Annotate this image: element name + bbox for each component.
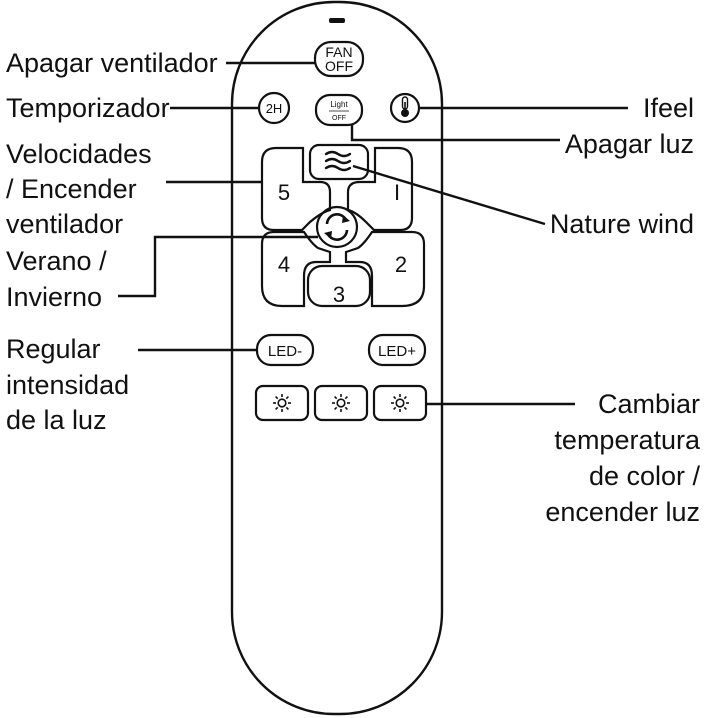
leader-light-off	[350, 125, 560, 142]
leader-nature-wind	[352, 164, 546, 226]
label-season-line2: Invierno	[6, 282, 102, 312]
sun-bulb-icon	[332, 394, 350, 412]
label-speeds-line3: ventilador	[6, 209, 123, 239]
led-plus-label: LED+	[378, 343, 416, 360]
speed-button-2[interactable]: 2	[344, 230, 426, 308]
ir-window	[329, 18, 345, 23]
label-timer: Temporizador	[6, 93, 170, 123]
label-light-off: Apagar luz	[565, 129, 694, 159]
speed-button-4[interactable]: 4	[260, 230, 332, 308]
label-color-line2: temperatura	[554, 425, 701, 455]
label-regulate-line1: Regular	[6, 334, 101, 364]
wind-waves-icon	[324, 150, 352, 172]
label-regulate-line2: intensidad	[6, 370, 129, 400]
color-temp-button-1[interactable]	[254, 384, 310, 422]
nature-wind-button[interactable]	[308, 143, 370, 181]
leader-season	[118, 235, 318, 298]
light-off-label-bottom: OFF	[332, 115, 346, 122]
label-fan-off: Apagar ventilador	[6, 48, 218, 78]
speed-5-label: 5	[278, 180, 290, 205]
label-regulate-line3: de la luz	[6, 405, 107, 435]
leader-lines	[118, 61, 628, 406]
sun-bulb-icon	[391, 394, 409, 412]
light-off-label-top: Light	[330, 100, 348, 109]
remote-body	[230, 0, 444, 716]
label-season-line1: Verano /	[6, 246, 107, 276]
speed-button-3[interactable]: 3	[306, 264, 372, 308]
label-color-line1: Cambiar	[598, 389, 700, 419]
label-speeds-line1: Velocidades	[6, 139, 152, 169]
led-plus-button[interactable]: LED+	[367, 333, 427, 367]
label-color-line4: encender luz	[545, 497, 700, 527]
label-color-line3: de color /	[589, 461, 701, 491]
speed-button-1[interactable]: I	[346, 146, 414, 232]
speed-2-label: 2	[395, 252, 407, 277]
label-speeds-line2: / Encender	[6, 174, 137, 204]
label-ifeel: Ifeel	[643, 93, 694, 123]
speed-3-label: 3	[333, 282, 345, 307]
fan-off-label-top: FAN	[325, 44, 352, 60]
speed-4-label: 4	[278, 252, 290, 277]
speed-1-label: I	[394, 180, 400, 205]
light-off-button[interactable]: Light OFF	[314, 93, 364, 127]
label-nature-wind: Nature wind	[550, 209, 694, 239]
fan-off-label-bottom: OFF	[325, 58, 353, 74]
rotate-arrows-icon	[324, 213, 350, 241]
fan-off-button[interactable]: FAN OFF	[313, 40, 365, 78]
season-toggle-button[interactable]	[315, 205, 359, 249]
color-temp-button-2[interactable]	[313, 384, 369, 422]
timer-button-label: 2H	[266, 101, 283, 116]
thermometer-icon	[401, 96, 409, 117]
sun-bulb-icon	[273, 394, 291, 412]
led-minus-label: LED-	[268, 343, 302, 360]
